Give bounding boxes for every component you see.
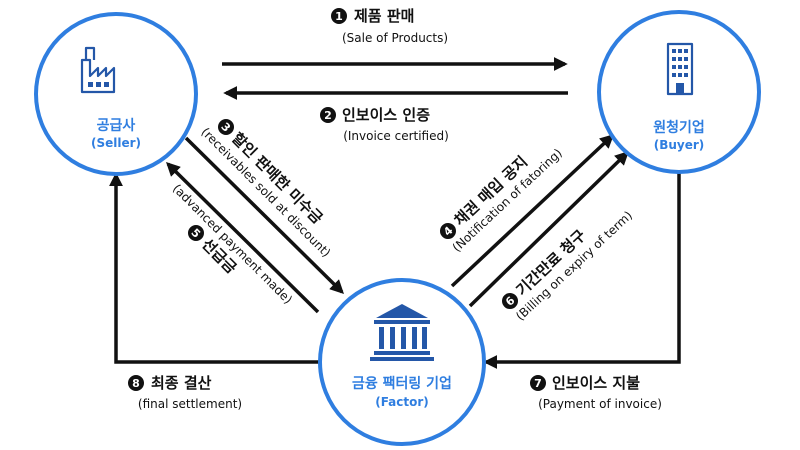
buyer-subtitle: (Buyer) [654, 138, 705, 152]
seller-subtitle: (Seller) [91, 136, 141, 150]
factor-title: 금융 팩터링 기업 [352, 375, 452, 392]
step-2-label: 2 인보이스 인증 (Invoice certified) [320, 106, 449, 143]
arrow-step-3 [184, 136, 344, 294]
step-8-number: 8 [132, 377, 140, 390]
step-1-number-badge [331, 8, 347, 24]
arrow-step-6 [468, 151, 630, 308]
step-8-title: 최종 결산 [151, 374, 212, 392]
step-7-number-badge [530, 375, 546, 391]
buyer-title: 원청기업 [653, 120, 705, 136]
step-8-label: 8 최종 결산 (final settlement) [128, 374, 242, 411]
buyer-node: 원청기업 (Buyer) [597, 10, 761, 174]
step-7-title: 인보이스 지불 [552, 374, 640, 392]
factor-node: 금융 팩터링 기업 (Factor) [318, 278, 486, 446]
factor-circle [318, 278, 486, 446]
step-1-title: 제품 판매 [354, 7, 414, 25]
arrow-step-7 [483, 170, 681, 369]
step-2-english: (Invoice certified) [343, 129, 449, 143]
step-1-label: 1 제품 판매 (Sale of Products) [331, 7, 448, 45]
factor-subtitle: (Factor) [375, 395, 429, 409]
seller-title: 공급사 [97, 118, 136, 134]
step-7-label: 7 인보이스 지불 (Payment of invoice) [530, 374, 662, 411]
step-8-english: (final settlement) [138, 397, 242, 411]
step-6-english: (Billing on expiry of term) [513, 208, 635, 323]
step-7-number: 7 [534, 377, 542, 390]
arrow-step-5 [166, 162, 320, 314]
step-2-title: 인보이스 인증 [342, 106, 430, 124]
step-2-number: 2 [324, 109, 332, 122]
step-8-number-badge [128, 375, 144, 391]
step-4-number-badge [440, 223, 456, 239]
step-4-label: 4 채권 매입 공지 (Notification of fatoring) [440, 146, 565, 255]
step-2-number-badge [320, 107, 336, 123]
bank-icon [370, 304, 434, 361]
step-7-english: (Payment of invoice) [538, 397, 662, 411]
arrow-step-4 [450, 134, 615, 288]
arrow-step-8 [109, 172, 322, 364]
step-1-english: (Sale of Products) [342, 31, 448, 45]
seller-node: 공급사 (Seller) [34, 12, 198, 176]
step-3-number-badge [218, 119, 234, 135]
office-building-icon [666, 42, 694, 96]
step-6-number-badge [502, 293, 518, 309]
factory-icon [80, 46, 116, 94]
step-1-number: 1 [335, 10, 343, 23]
seller-circle [34, 12, 198, 176]
step-5-number-badge [188, 225, 204, 241]
